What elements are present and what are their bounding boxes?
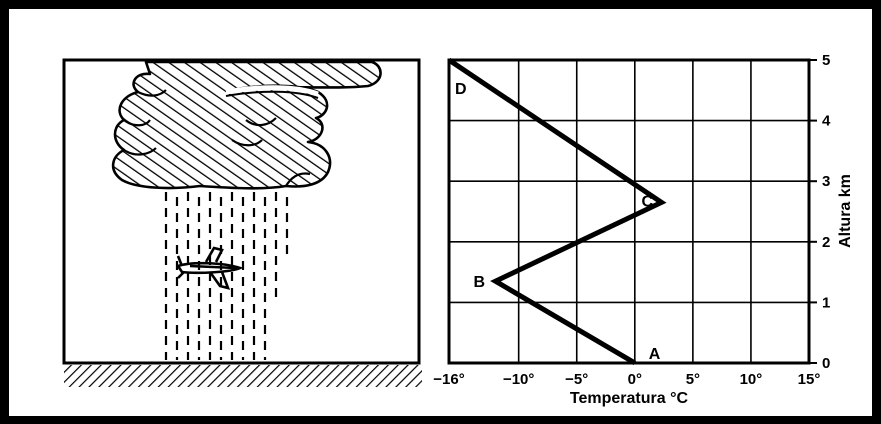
y-axis-ticks: 0 1 2 3 4 5 xyxy=(809,52,831,372)
cloud-illustration-panel xyxy=(62,58,422,387)
temperature-chart: −16° −10° −5° 0° 5° 10° 15° 0 1 2 3 4 5 A B C D Temper… xyxy=(433,52,854,407)
cloud-icon xyxy=(111,60,382,190)
airplane-icon xyxy=(175,246,244,290)
rain-icon xyxy=(164,192,289,360)
x-axis-label: Temperatura °C xyxy=(570,390,689,407)
x-tick-label: 0° xyxy=(628,371,642,388)
point-labels: A B C D xyxy=(455,81,661,363)
x-tick-label: 15° xyxy=(798,371,821,388)
y-tick-label: 0 xyxy=(822,355,830,372)
point-label-d: D xyxy=(455,81,467,98)
chart-plot-area xyxy=(447,58,811,365)
x-tick-label: 10° xyxy=(740,371,763,388)
point-label-a: A xyxy=(649,346,661,363)
y-tick-label: 5 xyxy=(822,52,830,69)
y-tick-label: 4 xyxy=(822,113,831,130)
y-tick-label: 3 xyxy=(822,173,830,190)
y-axis-label: Altura km xyxy=(837,174,854,248)
x-axis-ticks: −16° −10° −5° 0° 5° 10° 15° xyxy=(433,371,820,388)
point-label-b: B xyxy=(473,274,485,291)
y-tick-label: 2 xyxy=(822,234,830,251)
temperature-profile-line xyxy=(447,57,667,366)
x-tick-label: 5° xyxy=(686,371,700,388)
ground-icon xyxy=(64,365,422,387)
y-tick-label: 1 xyxy=(822,294,830,311)
x-tick-label: −5° xyxy=(565,371,588,388)
x-tick-label: −16° xyxy=(433,371,464,388)
x-tick-label: −10° xyxy=(503,371,534,388)
point-label-c: C xyxy=(642,193,654,210)
